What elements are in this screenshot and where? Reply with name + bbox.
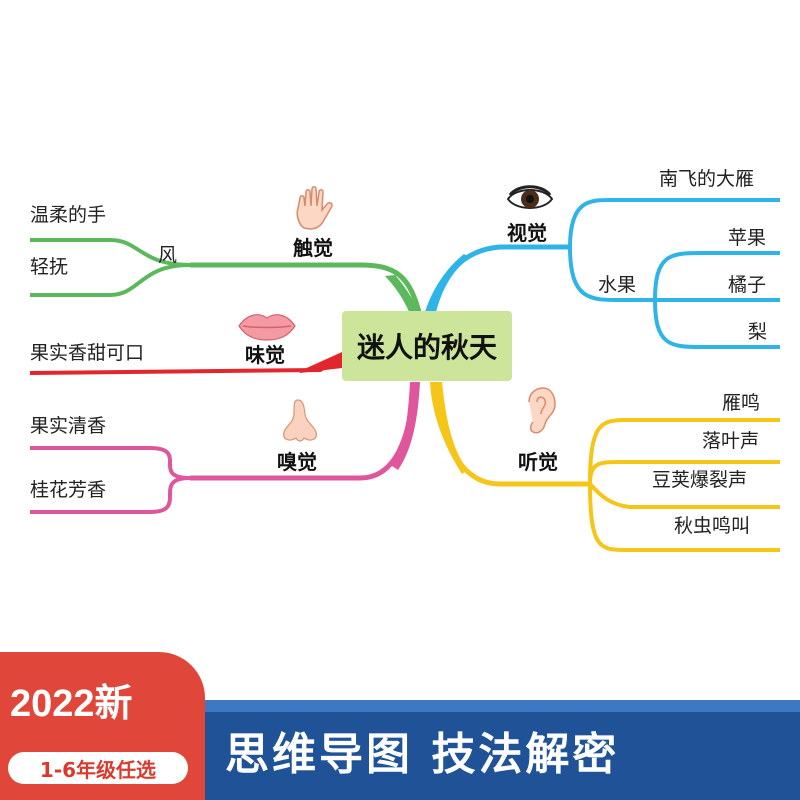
smell-leaf-0: 果实清香 bbox=[30, 415, 107, 437]
hearing-leaf-lines bbox=[588, 418, 780, 552]
lips-icon bbox=[238, 314, 296, 341]
banner-grade-badge: 1-6年级任选 bbox=[8, 752, 188, 784]
sight-sub-label: 水果 bbox=[598, 274, 637, 296]
center-topic: 迷人的秋天 bbox=[342, 311, 512, 381]
sight-branch-taper bbox=[425, 254, 470, 312]
hearing-branch-taper bbox=[430, 382, 468, 474]
touch-branch-taper bbox=[385, 275, 422, 318]
fruit-2: 梨 bbox=[748, 321, 768, 343]
touch-sub-label: 风 bbox=[158, 244, 178, 266]
smell-leaf-1: 桂花芳香 bbox=[30, 479, 107, 501]
hearing-label: 听觉 bbox=[518, 450, 558, 474]
hearing-leaf-0: 雁鸣 bbox=[722, 392, 761, 414]
hearing-leaf-2: 豆荚爆裂声 bbox=[652, 469, 748, 491]
touch-leaf-1: 轻抚 bbox=[30, 256, 69, 278]
sight-leaf: 南飞的大雁 bbox=[659, 168, 755, 190]
ear-icon bbox=[528, 387, 556, 434]
touch-leaf-0: 温柔的手 bbox=[30, 204, 107, 226]
banner-slogan-panel bbox=[200, 700, 800, 800]
touch-leaf-lines bbox=[30, 238, 191, 297]
taste-leaf: 果实香甜可口 bbox=[30, 342, 145, 364]
banner-strip bbox=[205, 700, 800, 712]
fruit-0: 苹果 bbox=[728, 227, 767, 249]
sight-branch-trunk bbox=[427, 244, 570, 313]
taste-label: 味觉 bbox=[245, 343, 285, 367]
hearing-leaf-3: 秋虫鸣叫 bbox=[674, 515, 751, 537]
smell-leaf-lines bbox=[30, 446, 191, 514]
hearing-leaf-1: 落叶声 bbox=[702, 430, 760, 452]
smell-label: 嗅觉 bbox=[277, 450, 317, 474]
touch-label: 触觉 bbox=[293, 236, 333, 260]
fruit-1: 橘子 bbox=[728, 274, 767, 296]
touch-branch-trunk bbox=[190, 262, 423, 317]
eye-icon bbox=[506, 185, 554, 209]
taste-branch-taper bbox=[300, 352, 342, 373]
nose-icon bbox=[283, 399, 317, 442]
hand-icon bbox=[296, 186, 333, 230]
banner-year: 2022新 bbox=[10, 683, 133, 725]
sight-label: 视觉 bbox=[507, 221, 547, 245]
sight-leaf-lines bbox=[568, 198, 780, 349]
hearing-branch-trunk bbox=[432, 381, 590, 487]
banner-slogan: 思维导图 技法解密 bbox=[225, 729, 620, 780]
smell-branch-taper bbox=[392, 382, 420, 470]
